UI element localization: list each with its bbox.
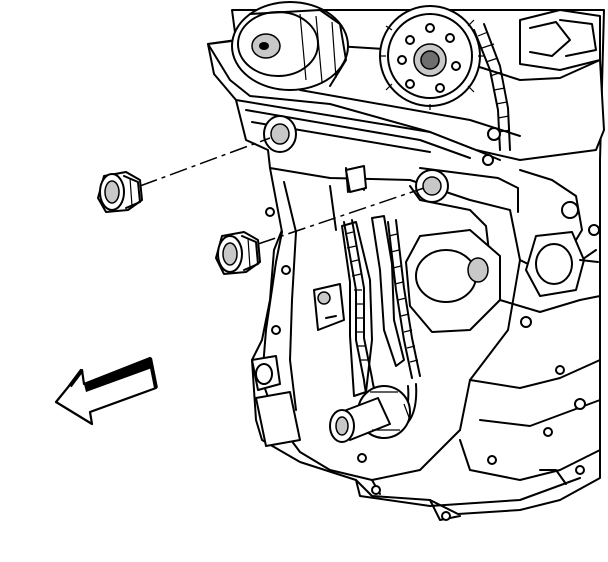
access-plug-upper (97, 171, 143, 213)
water-pump-port (525, 231, 599, 297)
crank-bore (405, 229, 501, 333)
access-plug-lower (215, 231, 261, 275)
cam-sensor (345, 165, 367, 193)
cover-port-upper (263, 115, 297, 153)
chain-tensioner (313, 283, 345, 331)
cam-phaser-left (231, 1, 349, 91)
crankshaft-sprocket (329, 385, 411, 443)
front-arrow-icon (54, 356, 158, 426)
leader-line-upper (139, 137, 271, 187)
cover-port-middle (415, 169, 449, 203)
oil-filter-boss (251, 355, 301, 447)
leader-line-lower (257, 187, 425, 245)
cam-sprocket-right (379, 5, 484, 110)
